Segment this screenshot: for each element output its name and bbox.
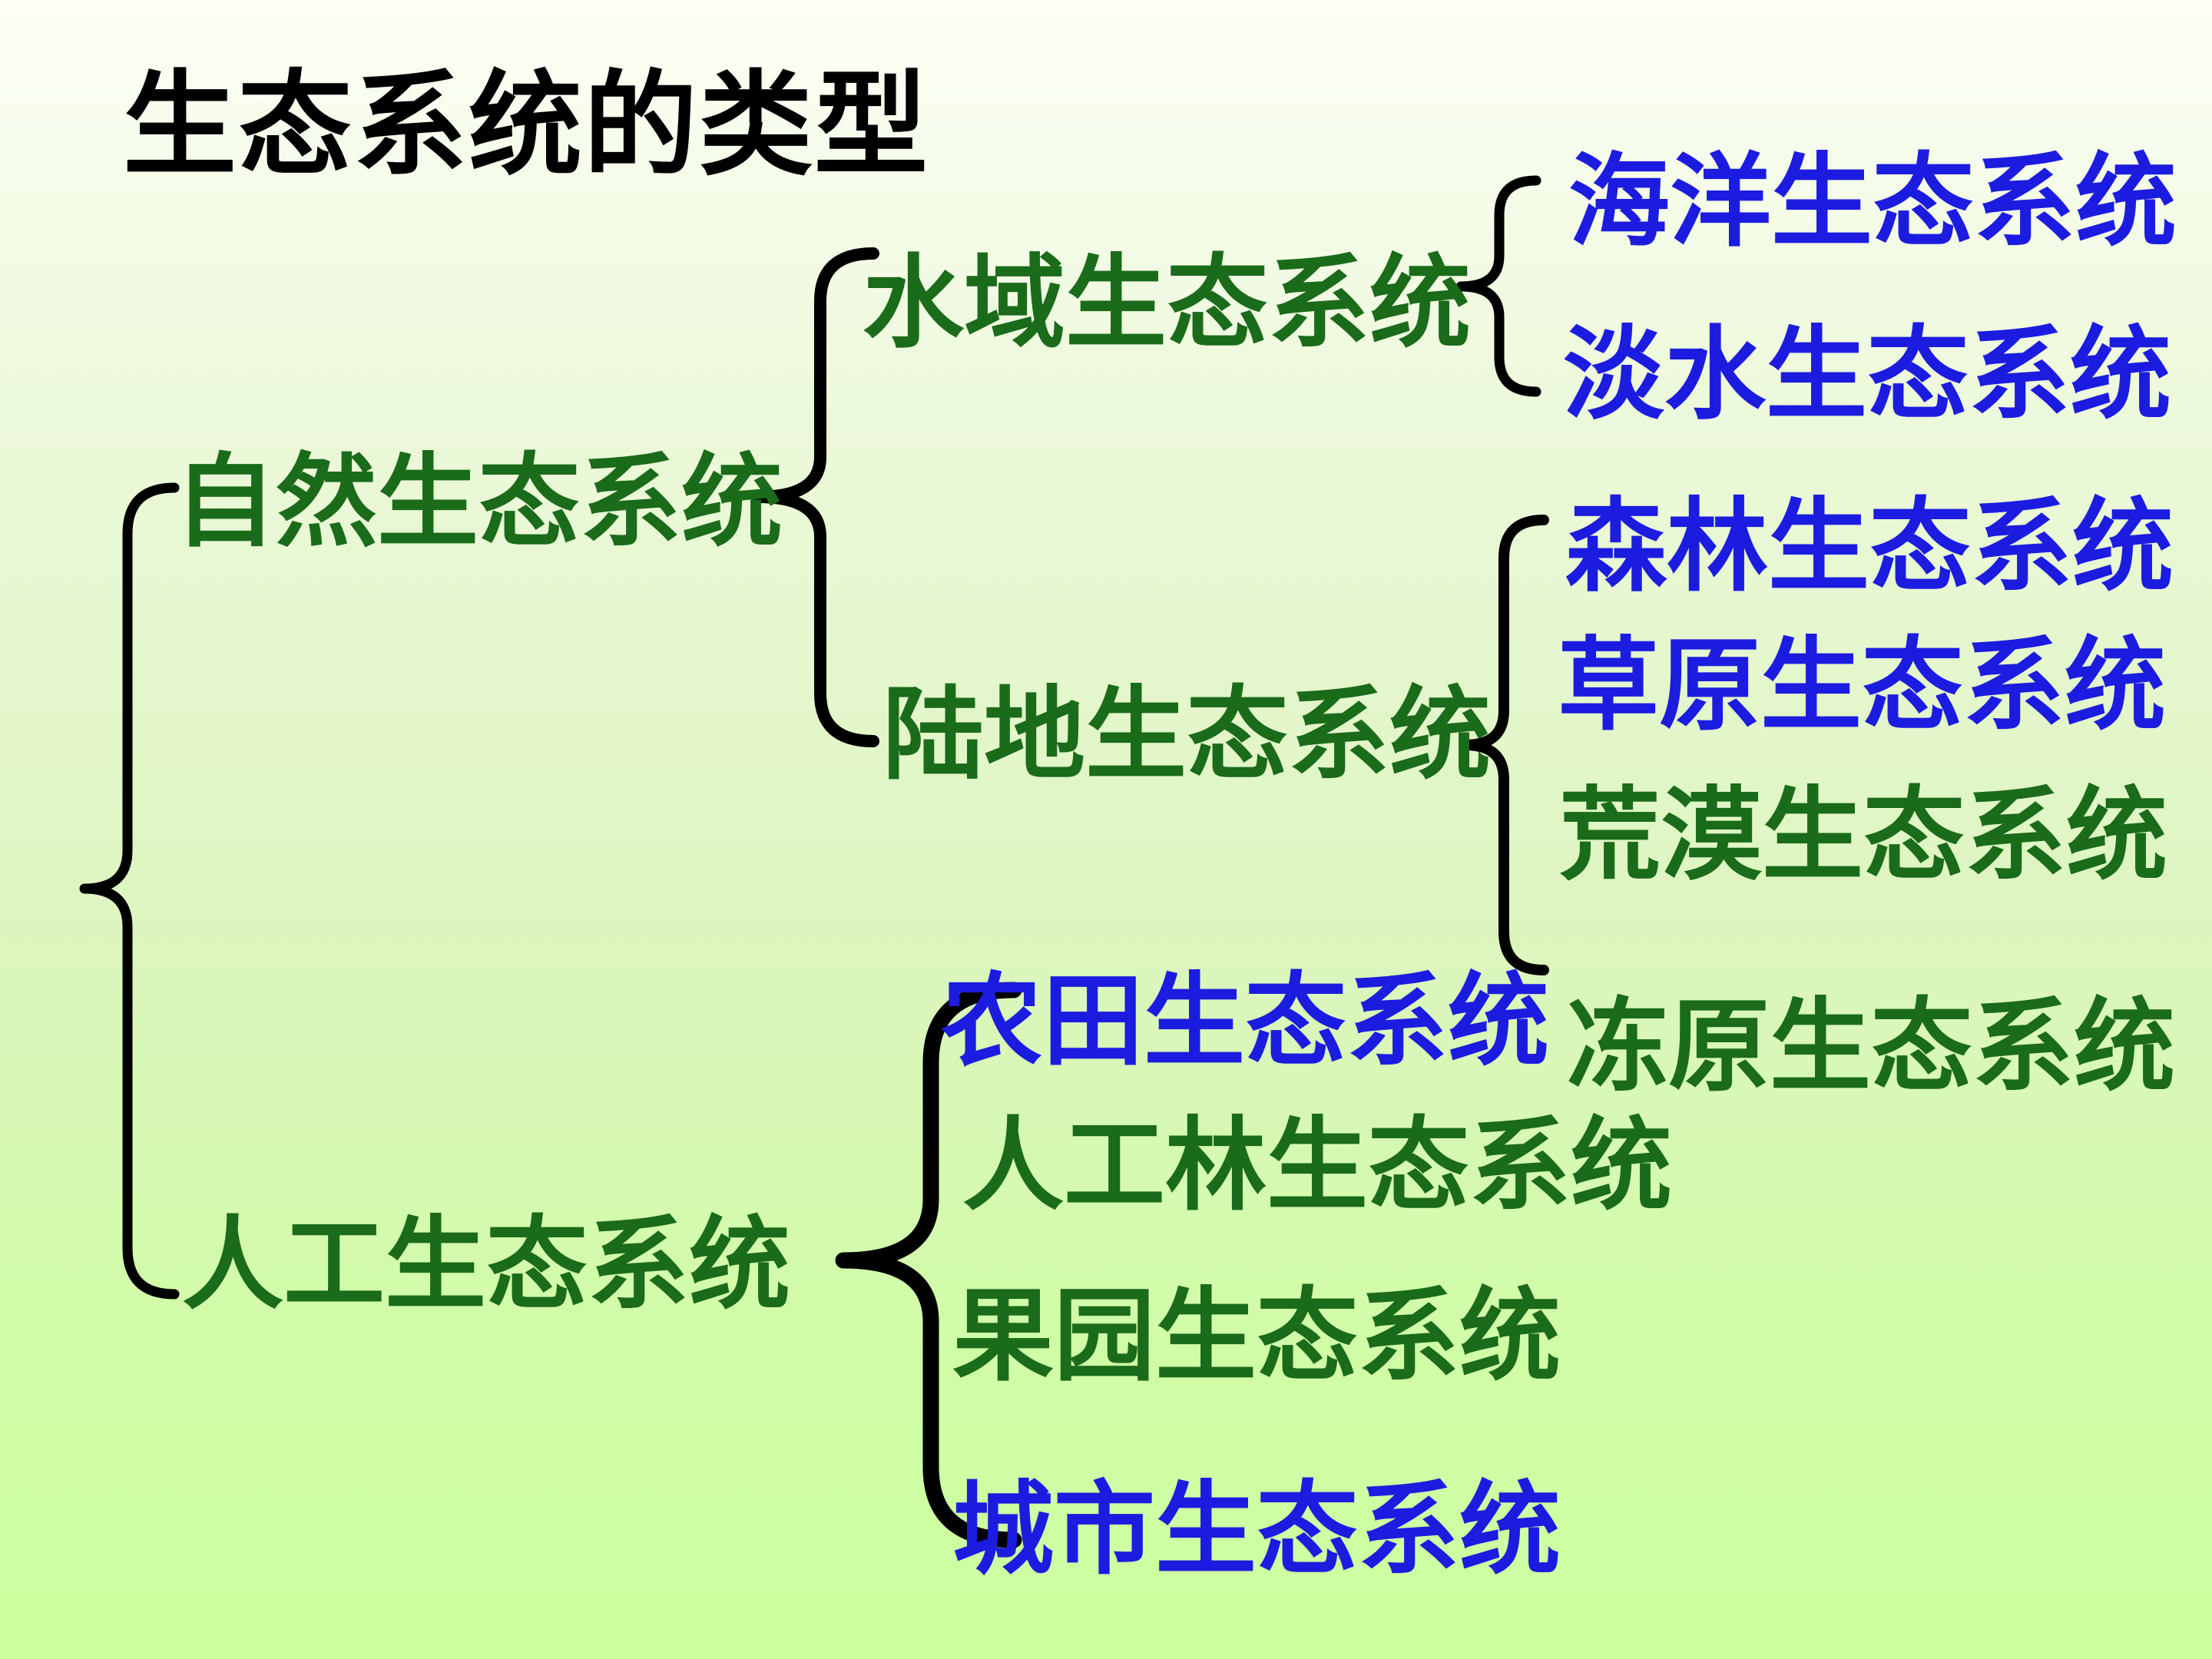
node-tundra-ecosystem: 冻原生态系统	[1567, 990, 2175, 1103]
artificial-children-brace	[835, 982, 1022, 1548]
root-brace	[79, 482, 180, 1300]
node-freshwater-ecosystem: 淡水生态系统	[1563, 318, 2171, 431]
node-artificial-ecosystem: 人工生态系统	[182, 1208, 790, 1321]
node-grassland-ecosystem: 草原生态系统	[1558, 629, 2166, 742]
node-aquatic-ecosystem: 水域生态系统	[863, 247, 1471, 359]
node-desert-ecosystem: 荒漠生态系统	[1559, 779, 2167, 892]
node-marine-ecosystem: 海洋生态系统	[1568, 145, 2177, 258]
node-terrestrial-ecosystem: 陆地生态系统	[882, 678, 1491, 791]
node-plantation-ecosystem: 人工林生态系统	[962, 1109, 1672, 1222]
node-orchard-ecosystem: 果园生态系统	[952, 1280, 1561, 1392]
aquatic-children-brace	[1455, 175, 1541, 397]
node-farmland-ecosystem: 农田生态系统	[941, 965, 1549, 1078]
node-urban-ecosystem: 城市生态系统	[952, 1473, 1561, 1586]
node-forest-ecosystem: 森林生态系统	[1565, 490, 2174, 603]
terrestrial-children-brace	[1460, 515, 1549, 975]
page-title: 生态系统的类型	[123, 62, 929, 189]
natural-children-brace	[752, 247, 879, 747]
node-natural-ecosystem: 自然生态系统	[174, 445, 783, 558]
